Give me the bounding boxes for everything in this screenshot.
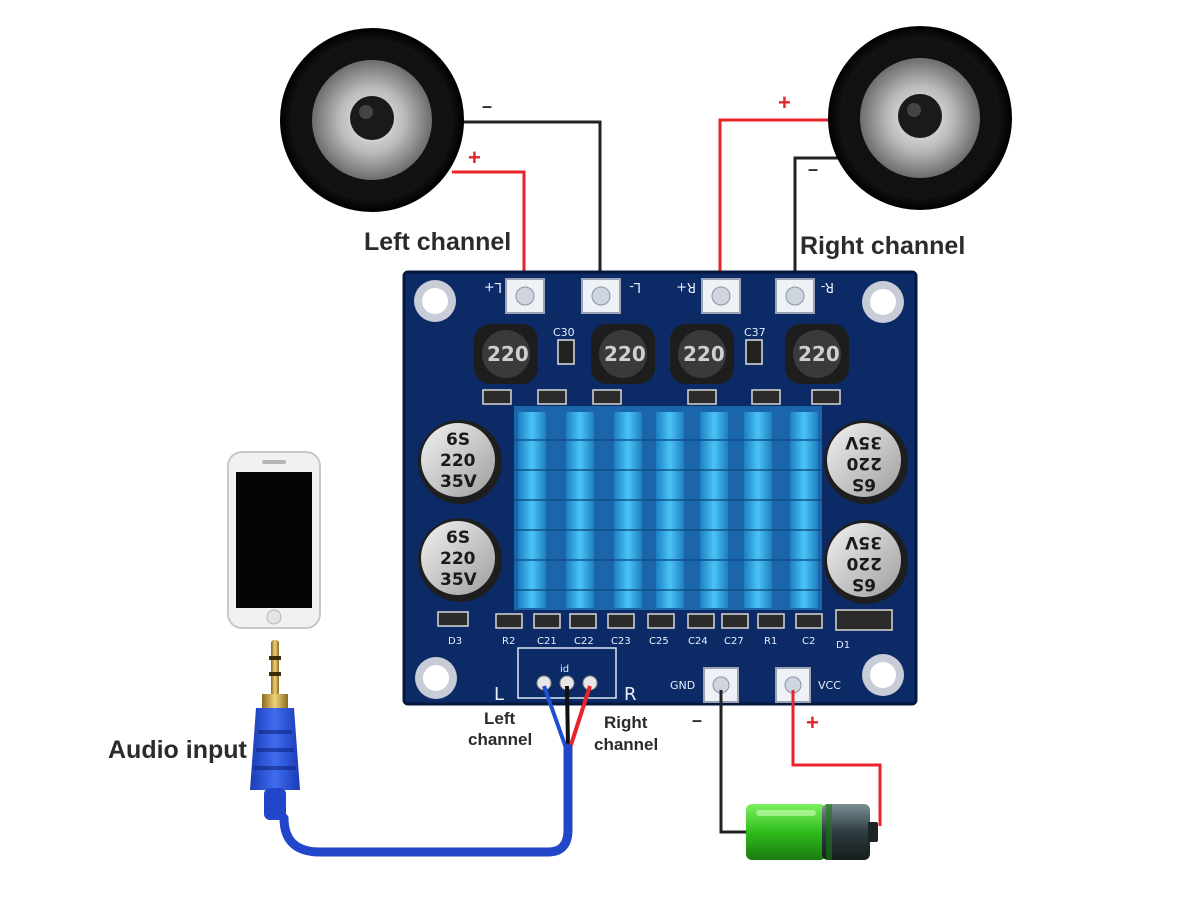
heatsink (514, 406, 822, 610)
cap-br-line2: 220 (846, 553, 882, 573)
label-c2: C2 (802, 636, 815, 647)
vcc-label: VCC (818, 679, 841, 692)
input-connector-r: R (624, 684, 637, 705)
cap-label-c37: C37 (744, 326, 766, 339)
cap-tr-line3: 35V (844, 432, 882, 452)
input-connector-id: id (560, 664, 569, 675)
diode-label-d3: D3 (448, 636, 462, 647)
cap-tl-line1: 6S (446, 430, 470, 450)
label-r1: R1 (764, 636, 777, 647)
bottom-component-labels: R2 C21 C22 C23 C25 C24 C27 R1 C2 (502, 636, 815, 647)
label-r2: R2 (502, 636, 515, 647)
audio-input-label: Audio input (108, 736, 248, 764)
audio-input-connector: L R id (494, 647, 637, 705)
mounting-holes (414, 280, 904, 699)
right-channel-label: Right channel (800, 232, 965, 260)
inductors: 220 220 220 220 (474, 324, 849, 384)
power-minus-sign: – (692, 710, 702, 730)
power-plus-sign: + (806, 710, 819, 735)
cap-bl-line2: 220 (440, 549, 476, 569)
smd-row-bottom (437, 609, 893, 631)
inductor-3-value: 220 (683, 342, 725, 366)
terminal-label-r-plus: R+ (676, 279, 696, 294)
input-right-label-1: Right (604, 713, 648, 732)
cap-tr-line2: 220 (846, 453, 882, 473)
inductor-2-value: 220 (604, 342, 646, 366)
cap-label-c30: C30 (553, 326, 575, 339)
smartphone-icon (227, 451, 321, 629)
speaker-terminals (505, 278, 815, 314)
label-c23: C23 (611, 636, 631, 647)
label-c27: C27 (724, 636, 744, 647)
terminal-label-l-minus: L- (629, 279, 641, 294)
capacitor-top-left: 6S 220 35V (418, 420, 502, 504)
cap-br-line1: 6S (852, 574, 876, 594)
cap-tl-line3: 35V (440, 472, 478, 492)
input-left-label-2: channel (468, 730, 532, 749)
left-plus-wire (452, 170, 526, 292)
input-right-label-2: channel (594, 735, 658, 754)
cap-tr-line1: 6S (852, 474, 876, 494)
capacitor-top-right: 6S 220 35V (824, 420, 908, 504)
cap-tl-line2: 220 (440, 451, 476, 471)
cap-bl-line3: 35V (440, 570, 478, 590)
speaker-wires (452, 118, 840, 292)
terminal-label-l-plus: L+ (484, 279, 502, 294)
right-speaker-icon (828, 26, 1012, 210)
inductor-1-value: 220 (487, 342, 529, 366)
right-plus-wire (718, 118, 830, 292)
right-plus-sign: + (778, 90, 791, 115)
cap-br-line3: 35V (844, 532, 882, 552)
terminal-label-r-minus: R- (820, 279, 834, 294)
right-minus-sign: – (808, 159, 818, 179)
input-left-label-1: Left (484, 709, 516, 728)
input-wires (542, 685, 592, 749)
label-c25: C25 (649, 636, 669, 647)
left-channel-label: Left channel (364, 228, 511, 256)
battery-icon (746, 804, 878, 860)
power-wires (719, 690, 882, 834)
left-minus-sign: – (482, 96, 492, 116)
left-minus-wire (460, 120, 602, 292)
diode-label-d1: D1 (836, 640, 850, 651)
capacitor-bottom-left: 6S 220 35V (418, 518, 502, 602)
input-connector-l: L (494, 684, 504, 705)
left-speaker-icon (280, 28, 464, 212)
inductor-4-value: 220 (798, 342, 840, 366)
label-c24: C24 (688, 636, 708, 647)
label-c21: C21 (537, 636, 557, 647)
smd-row-top (482, 389, 841, 405)
audio-cable (279, 743, 573, 857)
right-minus-wire (793, 156, 840, 292)
amplifier-board: L+ L- R+ R- 220 220 220 (402, 270, 918, 706)
cap-bl-line1: 6S (446, 528, 470, 548)
left-plus-sign: + (468, 145, 481, 170)
gnd-label: GND (670, 679, 695, 692)
capacitor-bottom-right: 6S 220 35V (824, 520, 908, 604)
audio-jack-icon (250, 640, 300, 820)
label-c22: C22 (574, 636, 594, 647)
